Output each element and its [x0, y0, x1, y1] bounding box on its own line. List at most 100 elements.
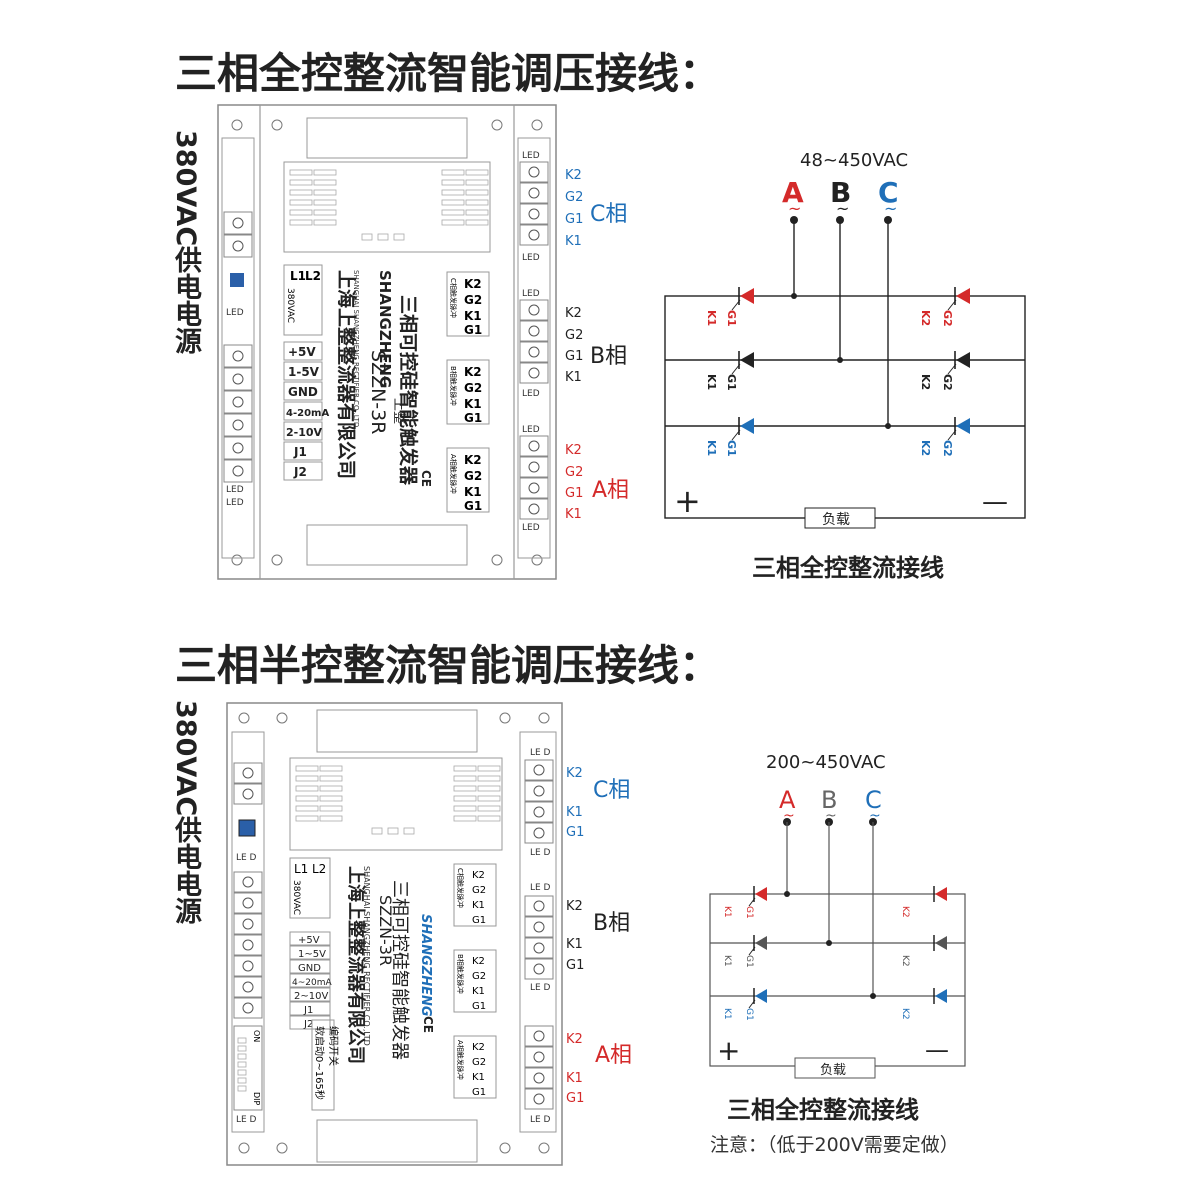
diode-c2 — [933, 988, 947, 1004]
pulse-label: G2 — [472, 1057, 486, 1068]
right-terminals-a — [519, 435, 549, 520]
blue-indicator — [238, 819, 256, 837]
g1-label: G1 — [744, 955, 754, 968]
k1-label: K1 — [705, 440, 718, 456]
pulse-label: K2 — [464, 453, 482, 467]
phase-label-a: A相 — [592, 478, 630, 503]
signal-label: GND — [288, 385, 318, 399]
left-supply-terminals — [223, 211, 253, 258]
mount-hole — [531, 554, 543, 566]
right-terminals-c — [519, 161, 549, 246]
led-label: LED — [226, 498, 244, 508]
signal-label: +5V — [288, 345, 316, 359]
k2-label: K2 — [900, 955, 910, 967]
g2-label: G2 — [941, 440, 954, 457]
signal-label: 1-5V — [288, 365, 320, 379]
led-label: LED — [522, 151, 540, 161]
led-label: LE D — [530, 1115, 551, 1125]
dip-switch[interactable] — [233, 1025, 263, 1111]
left-terminal-strip — [221, 137, 255, 559]
product-name: 三相可控硅智能触发器 — [397, 295, 420, 486]
terminal-l2: L2 — [312, 862, 326, 876]
thyristor-b1 — [731, 351, 754, 375]
pin-c-g1: G1 — [566, 825, 585, 840]
ce-mark: CE — [421, 1016, 435, 1033]
pulse-label: G1 — [464, 323, 482, 337]
pulse-label: K2 — [472, 1042, 485, 1053]
thyristor-b1 — [748, 935, 767, 956]
device1-outer — [217, 104, 557, 580]
pulse-label: K2 — [464, 277, 482, 291]
pulse-group-label: B相触发脉冲 — [456, 954, 465, 994]
pulse-label: G2 — [464, 293, 482, 307]
soft-start-label: 软启动0~165秒 — [313, 1026, 326, 1100]
supply-terminal-box — [283, 264, 323, 336]
section2-device: LE D ON DIP LE D LE D LE D LE D LE D LE … — [226, 702, 563, 1166]
tilde: ~ — [884, 199, 897, 218]
pulse-label: K1 — [472, 986, 485, 997]
signal-label: GND — [298, 963, 321, 974]
pulse-label: K1 — [464, 485, 482, 499]
g1-label: G1 — [744, 906, 754, 919]
g1-label: G1 — [725, 374, 738, 391]
tilde: ~ — [788, 199, 801, 218]
phase-b-label: B — [821, 786, 837, 814]
model-number: SZZN-3R — [367, 350, 389, 434]
led-label: LE D — [236, 853, 257, 863]
pulse-box-c: K2 G2 K1 G1 C相触发脉冲 — [453, 863, 497, 927]
brand-en: SHANGZHENG — [418, 914, 433, 1017]
pulse-label: G2 — [472, 971, 486, 982]
pulse-label: G1 — [472, 1087, 486, 1098]
pulse-label: G1 — [464, 411, 482, 425]
k1-label: K1 — [705, 310, 718, 326]
terminal-l2: L2 — [305, 269, 321, 283]
pulse-label: G1 — [472, 915, 486, 926]
left-signal-terminals — [223, 344, 253, 483]
terminal-l1: L1 — [290, 269, 306, 283]
company-name-en: SHANGHAI SHANGZHENG RECTIFIER CO.,LTD — [362, 866, 371, 1046]
pin-b-k2: K2 — [566, 899, 583, 914]
g1-label: G1 — [744, 1008, 754, 1021]
company-name-en: SHANGHAI SHANGZHENG RECTIFIER CO.,LTD — [352, 270, 360, 427]
led-label: LED — [226, 485, 244, 495]
k2-label: K2 — [900, 906, 910, 918]
pin-b-k1: K1 — [566, 937, 583, 952]
section2-title: 三相半控整流智能调压接线： — [175, 641, 722, 690]
pin-a-k2: K2 — [566, 1032, 583, 1047]
circuit1-diagram: A B C ~ ~ ~ K1 G1 K1 G1 K1 G1 K2 G2 K2 G… — [664, 176, 1026, 529]
pulse-group-label: C相触发脉冲 — [449, 278, 458, 318]
terminal-l1: L1 — [294, 862, 308, 876]
dip-label: DIP — [252, 1092, 261, 1106]
k1-label: K1 — [722, 906, 732, 918]
led-label: LED — [226, 308, 244, 318]
k2-label: K2 — [919, 374, 932, 390]
pin-b-g1: G1 — [566, 958, 585, 973]
mount-hole — [271, 119, 283, 131]
pin-c-k1: K1 — [565, 234, 582, 249]
thyristor-a1 — [748, 886, 767, 907]
pulse-label: G2 — [464, 381, 482, 395]
tilde: ~ — [783, 808, 795, 824]
k2-label: K2 — [919, 310, 932, 326]
dip-on-label: ON — [252, 1030, 261, 1042]
g1-label: G1 — [725, 440, 738, 457]
pulse-box-a: K2 G2 K1 G1 A相触发脉冲 — [446, 447, 490, 513]
k2-label: K2 — [919, 440, 932, 456]
product-name: 三相可控硅智能触发器 — [389, 880, 410, 1060]
mount-hole — [271, 554, 283, 566]
company-name-cn: 上海上整整流器有限公司 — [335, 270, 358, 479]
phase-b-label: B — [830, 176, 851, 209]
pulse-label: K2 — [464, 365, 482, 379]
blue-indicator — [230, 273, 244, 287]
pin-a-k1: K1 — [566, 1071, 583, 1086]
tilde: ~ — [825, 808, 837, 824]
signal-label: 4-20mA — [286, 408, 329, 419]
pin-c-k1: K1 — [566, 805, 583, 820]
pulse-label: K1 — [472, 1072, 485, 1083]
minus-terminal: — — [925, 1036, 949, 1064]
pulse-label: K1 — [472, 900, 485, 911]
signal-label: +5V — [298, 935, 320, 946]
g1-label: G1 — [725, 310, 738, 327]
pulse-label: G2 — [464, 469, 482, 483]
pulse-label: K1 — [464, 309, 482, 323]
